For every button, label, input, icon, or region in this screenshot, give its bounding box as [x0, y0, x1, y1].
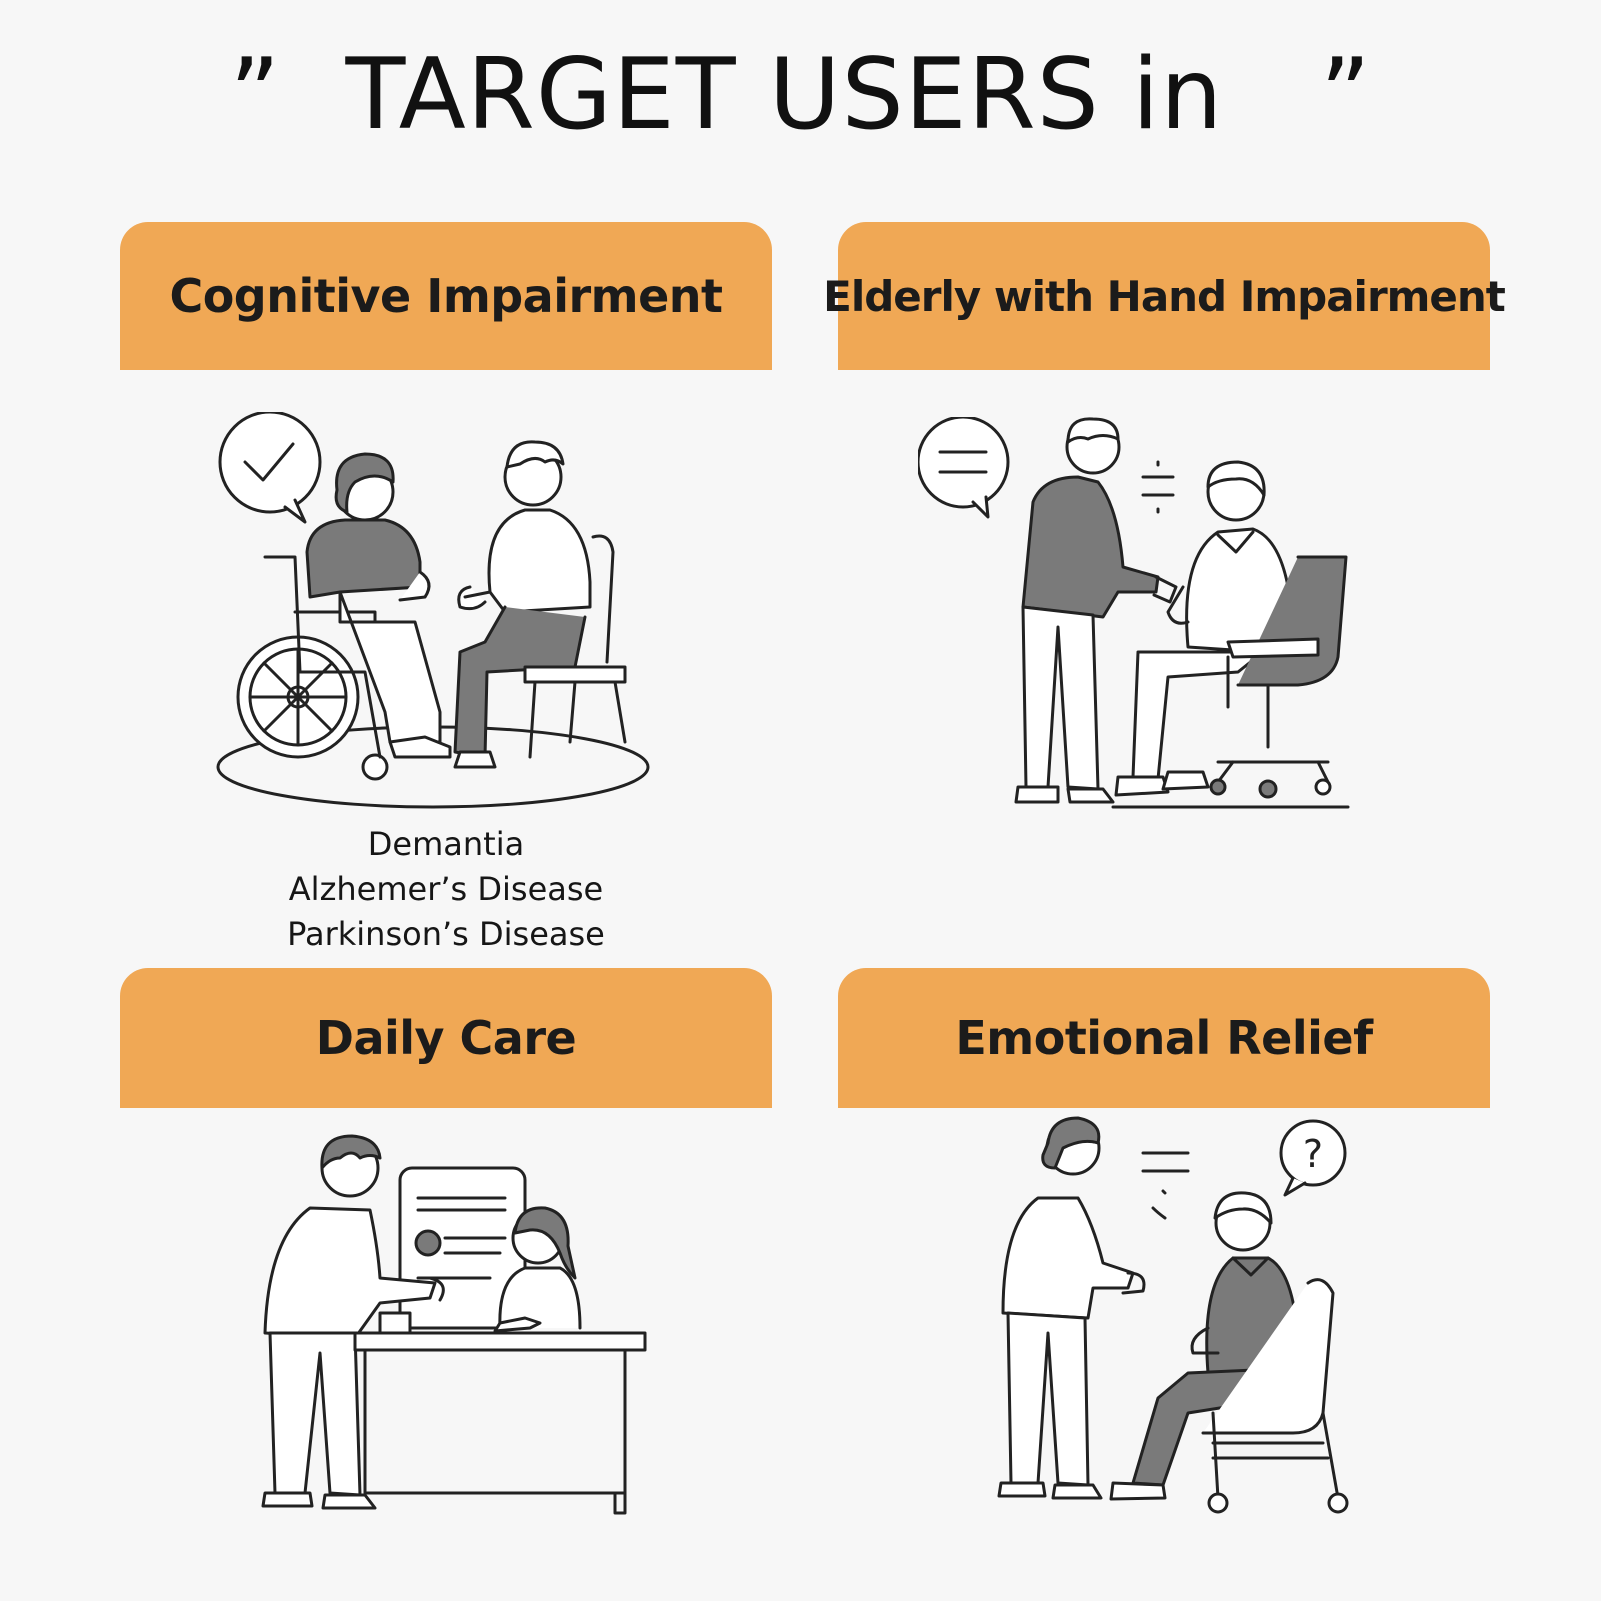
panel-emotional-relief: Emotional Relief ? [838, 968, 1490, 1568]
panel-heading: Daily Care [315, 1011, 577, 1065]
checkmark-icon [218, 412, 322, 524]
svg-text:?: ? [1303, 1132, 1323, 1176]
panel-heading: Cognitive Impairment [169, 269, 723, 323]
condition-list: Demantia Alzhemer’s Disease Parkinson’s … [120, 822, 772, 957]
panel-banner: Emotional Relief [838, 968, 1490, 1108]
panel-cognitive-impairment: Cognitive Impairment [120, 222, 772, 953]
panel-daily-care: Daily Care [120, 968, 772, 1568]
panel-banner: Elderly with Hand Impairment [823, 222, 1506, 370]
wheelchair-consultation-illustration [216, 412, 650, 809]
panel-heading: Emotional Relief [955, 1011, 1373, 1065]
condition-item: Parkinson’s Disease [287, 915, 605, 953]
panel-heading: Elderly with Hand Impairment [823, 271, 1506, 321]
caregiver-assisting-seated-elder-illustration [918, 417, 1350, 809]
emotional-support-illustration: ? [997, 1116, 1349, 1514]
panel-banner: Daily Care [120, 968, 772, 1108]
panel-elderly-hand-impairment: Elderly with Hand Impairment [823, 222, 1506, 862]
panel-banner: Cognitive Impairment [120, 222, 772, 370]
equals-icon [918, 417, 1010, 519]
condition-item: Demantia [367, 825, 525, 863]
question-mark-icon: ? [1279, 1119, 1347, 1197]
daily-care-desk-illustration [261, 1134, 647, 1515]
condition-item: Alzhemer’s Disease [288, 870, 604, 908]
page-title: ” TARGET USERS in ” [229, 38, 1372, 152]
